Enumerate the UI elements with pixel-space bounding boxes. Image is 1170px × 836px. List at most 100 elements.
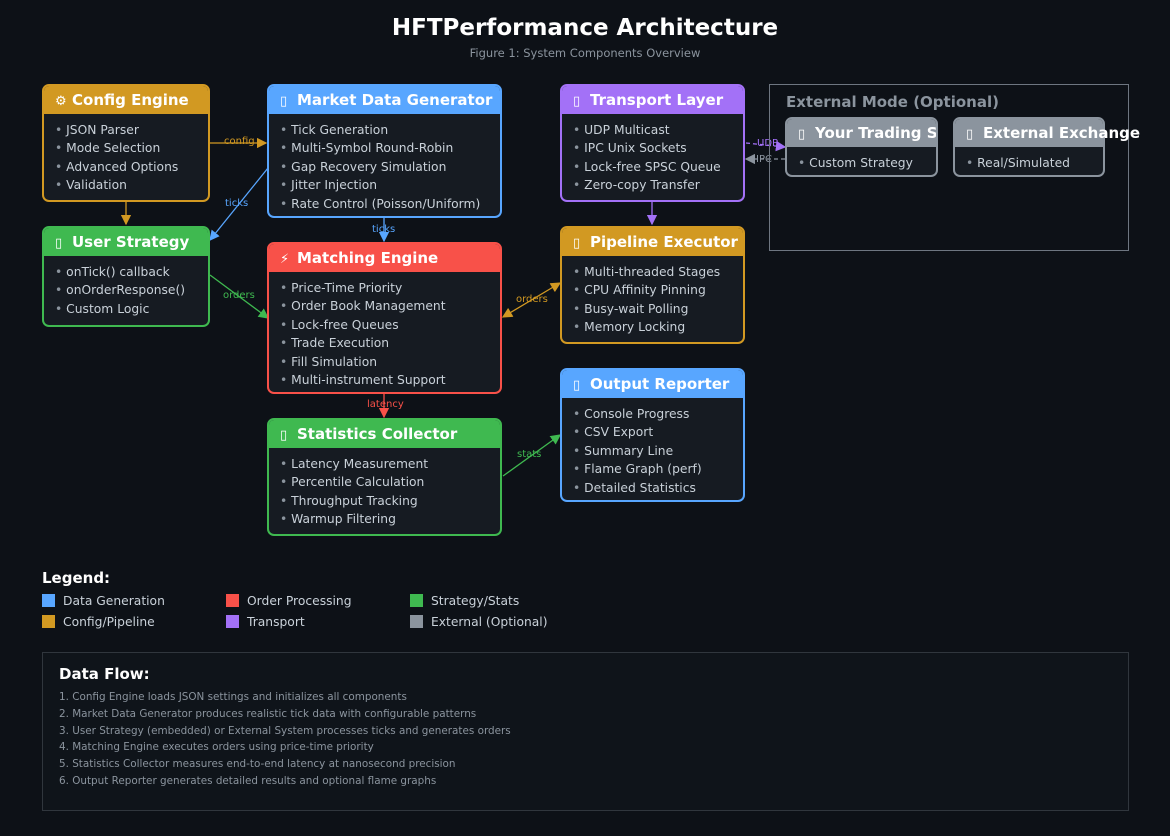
list-item: Summary Line [573, 442, 743, 460]
your-trading-system-header: ▯ Your Trading System [787, 119, 936, 147]
list-item: CPU Affinity Pinning [573, 281, 743, 299]
list-item: Real/Simulated [966, 154, 1103, 172]
matching-engine-box: ⚡Matching Engine Price-Time Priority Ord… [267, 242, 502, 394]
edge-label-ticks-left: ticks [225, 198, 248, 209]
user-strategy-header: ▯User Strategy [44, 228, 208, 256]
list-item: Percentile Calculation [280, 473, 500, 491]
legend-item-data-generation: Data Generation [42, 594, 165, 608]
market-data-items: Tick Generation Multi-Symbol Round-Robin… [269, 114, 500, 213]
list-item: onTick() callback [55, 263, 208, 281]
market-data-title: Market Data Generator [297, 91, 493, 109]
edge-label-config: config [224, 136, 255, 147]
statistics-collector-header: ▯ Statistics Collector [269, 420, 500, 448]
user-strategy-title: User Strategy [72, 233, 190, 251]
legend-swatch [410, 594, 423, 607]
data-flow-step: 4. Matching Engine executes orders using… [59, 741, 374, 754]
list-item: Multi-Symbol Round-Robin [280, 139, 500, 157]
list-item: IPC Unix Sockets [573, 139, 743, 157]
output-reporter-box: ▯ Output Reporter Console Progress CSV Ex… [560, 368, 745, 502]
transport-layer-header: ▯Transport Layer [562, 86, 743, 114]
transport-layer-items: UDP Multicast IPC Unix Sockets Lock-free… [562, 114, 743, 195]
output-reporter-header: ▯ Output Reporter [562, 370, 743, 398]
legend-label: Config/Pipeline [63, 615, 155, 629]
config-engine-box: ⚙Config Engine JSON Parser Mode Selectio… [42, 84, 210, 202]
legend-label: Strategy/Stats [431, 594, 520, 608]
exchange-icon: ▯ [966, 127, 974, 142]
legend-label: Data Generation [63, 594, 165, 608]
list-item: Custom Strategy [798, 154, 936, 172]
pipeline-executor-header: ▯Pipeline Executor [562, 228, 743, 256]
list-item: Advanced Options [55, 158, 208, 176]
statistics-collector-title: Statistics Collector [297, 425, 458, 443]
gear-icon: ⚙ [55, 94, 67, 109]
list-item: Gap Recovery Simulation [280, 158, 500, 176]
statistics-collector-box: ▯ Statistics Collector Latency Measuremen… [267, 418, 502, 536]
edge-label-ticks-down: ticks [372, 224, 395, 235]
your-trading-system-title: Your Trading System [815, 124, 936, 142]
legend-swatch [226, 594, 239, 607]
market-data-header: ▯Market Data Generator [269, 86, 500, 114]
edge-label-stats: stats [517, 449, 541, 460]
legend-label: Order Processing [247, 594, 352, 608]
list-item: Lock-free SPSC Queue [573, 158, 743, 176]
user-strategy-items: onTick() callback onOrderResponse() Cust… [44, 256, 208, 318]
market-data-generator-box: ▯Market Data Generator Tick Generation M… [267, 84, 502, 218]
edge-orders-strategy [209, 274, 270, 319]
diagram-subtitle: Figure 1: System Components Overview [469, 46, 701, 60]
list-item: Fill Simulation [280, 353, 500, 371]
list-item: Validation [55, 176, 208, 194]
data-flow-step: 1. Config Engine loads JSON settings and… [59, 691, 407, 703]
list-item: JSON Parser [55, 121, 208, 139]
pipeline-executor-title: Pipeline Executor [590, 233, 738, 251]
external-exchange-header: ▯ External Exchange [955, 119, 1140, 147]
edge-ticks-strategy [209, 167, 269, 242]
data-flow-step: 6. Output Reporter generates detailed re… [59, 774, 437, 787]
list-item: UDP Multicast [573, 121, 743, 139]
transport-layer-box: ▯Transport Layer UDP Multicast IPC Unix … [560, 84, 745, 202]
external-mode-title: External Mode (Optional) [786, 93, 999, 111]
list-item: Zero-copy Transfer [573, 176, 743, 194]
list-item: Multi-threaded Stages [573, 263, 743, 281]
legend-item-order-processing: Order Processing [226, 594, 352, 608]
list-item: onOrderResponse() [55, 281, 208, 299]
edge-label-ipc: IPC [756, 154, 772, 165]
pipeline-executor-items: Multi-threaded Stages CPU Affinity Pinni… [562, 256, 743, 337]
legend-label: External (Optional) [431, 615, 548, 629]
list-item: Price-Time Priority [280, 279, 500, 297]
edge-label-latency: latency [367, 399, 404, 410]
matching-engine-title: Matching Engine [297, 249, 439, 267]
matching-engine-items: Price-Time Priority Order Book Managemen… [269, 272, 500, 389]
list-item: Console Progress [573, 405, 743, 423]
data-flow-title: Data Flow: [59, 665, 150, 683]
legend-swatch [410, 615, 423, 628]
stats-icon: ▯ [280, 428, 288, 443]
output-reporter-title: Output Reporter [590, 375, 730, 393]
config-engine-header: ⚙Config Engine [44, 86, 208, 114]
list-item: Throughput Tracking [280, 492, 500, 510]
data-flow-panel: Data Flow: 1. Config Engine loads JSON s… [42, 652, 1129, 811]
legend-item-transport: Transport [226, 615, 305, 629]
report-icon: ▯ [573, 378, 581, 393]
your-trading-system-box: ▯ Your Trading System Custom Strategy [785, 117, 938, 177]
external-exchange-items: Real/Simulated [955, 147, 1103, 172]
list-item: CSV Export [573, 423, 743, 441]
edge-stats [502, 434, 562, 477]
statistics-collector-items: Latency Measurement Percentile Calculati… [269, 448, 500, 529]
list-item: Multi-instrument Support [280, 371, 500, 389]
computer-icon: ▯ [798, 127, 806, 142]
external-mode-panel: External Mode (Optional) [769, 84, 1129, 251]
external-exchange-title: External Exchange [983, 124, 1141, 142]
data-flow-step: 3. User Strategy (embedded) or External … [59, 724, 511, 737]
list-item: Jitter Injection [280, 176, 500, 194]
edge-label-orders-right: orders [516, 294, 548, 305]
data-flow-steps: 1. Config Engine loads JSON settings and… [59, 689, 511, 790]
diagram-title: HFTPerformance Architecture [391, 15, 779, 41]
list-item: Memory Locking [573, 318, 743, 336]
edge-label-udp: UDP [757, 138, 778, 149]
list-item: Order Book Management [280, 297, 500, 315]
legend-swatch [226, 615, 239, 628]
legend-title: Legend: [42, 569, 111, 587]
list-item: Flame Graph (perf) [573, 460, 743, 478]
pipeline-executor-box: ▯Pipeline Executor Multi-threaded Stages… [560, 226, 745, 344]
external-exchange-box: ▯ External Exchange Real/Simulated [953, 117, 1140, 177]
